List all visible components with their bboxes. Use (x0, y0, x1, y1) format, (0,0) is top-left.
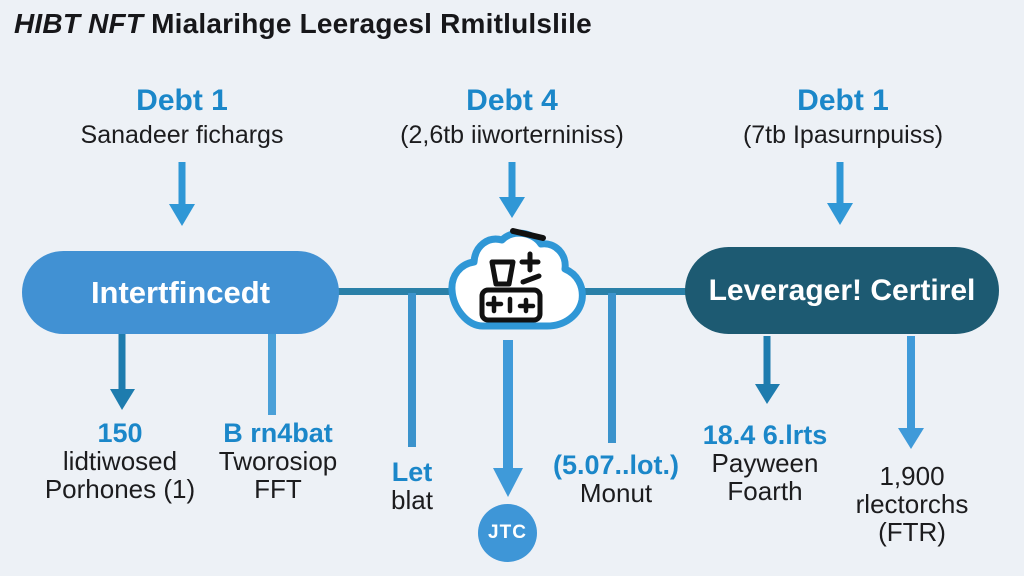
column-subheading-1: Sanadeer fichargs (80, 121, 284, 149)
leaf-line: (FTR) (878, 517, 946, 547)
leaf-value: 18.4 6.lrts (702, 420, 828, 450)
connector-line (408, 293, 416, 447)
arrow-down-icon (827, 162, 853, 225)
leaf-line: lidtiwosed (62, 446, 178, 476)
arrow-down-icon (493, 340, 523, 497)
arrow-down-icon (499, 162, 525, 218)
connector-line (268, 333, 276, 415)
left-pill-label: Intertfincedt (90, 274, 271, 310)
arrow-down-icon (755, 336, 780, 404)
leaf-value: 150 (97, 418, 143, 448)
title-brand: HIBT NFT (14, 8, 144, 39)
node-left-pill: Intertfincedt (22, 251, 339, 334)
leaf-value: (5.07..lot.) (552, 450, 680, 480)
leaf-value: B rn4bat (223, 418, 333, 448)
jtc-badge: JTC (478, 504, 537, 562)
badge-label: JTC (488, 522, 527, 543)
leaf-line: Tworosiop (218, 446, 338, 476)
column-heading-1: Debt 1 (136, 84, 228, 117)
leaf-group-1: 150 lidtiwosed Porhones (1) (45, 419, 195, 503)
leaf-value: Let (391, 457, 433, 487)
column-heading-2: Debt 4 (466, 84, 558, 117)
leaf-line: Monut (579, 478, 653, 508)
column-subheading-3: (7tb Ipasurnpuiss) (742, 121, 944, 149)
leaf-line: Porhones (1) (44, 474, 196, 504)
leaf-line: FFT (254, 474, 302, 504)
leaf-group-3: Let blat (391, 458, 433, 514)
connector-line (608, 293, 616, 443)
leaf-line: Foarth (727, 476, 803, 506)
arrow-down-icon (110, 333, 135, 410)
connector-line (338, 288, 456, 295)
leaf-line: Payween (711, 448, 819, 478)
right-pill-label: Leverager! Certirel (708, 273, 976, 307)
title-text: Mialarihge Leeragesl Rmitlulslile (151, 8, 592, 39)
leaf-group-2: B rn4bat Tworosiop FFT (219, 419, 338, 503)
cloud-calculator-icon (448, 228, 586, 330)
leaf-line: 1,900 (879, 461, 945, 491)
leaf-group-4: (5.07..lot.) Monut (553, 451, 679, 507)
column-heading-3: Debt 1 (797, 84, 889, 117)
column-subheading-2: (2,6tb iiworterniniss) (400, 121, 624, 149)
node-right-pill: Leverager! Certirel (685, 247, 999, 334)
leaf-line: blat (391, 485, 433, 515)
leaf-group-6: 1,900 rlectorchs (FTR) (856, 462, 969, 546)
arrow-down-icon (898, 336, 924, 449)
leaf-group-5: 18.4 6.lrts Payween Foarth (703, 421, 828, 505)
arrow-down-icon (169, 162, 195, 226)
leaf-line: rlectorchs (855, 489, 969, 519)
